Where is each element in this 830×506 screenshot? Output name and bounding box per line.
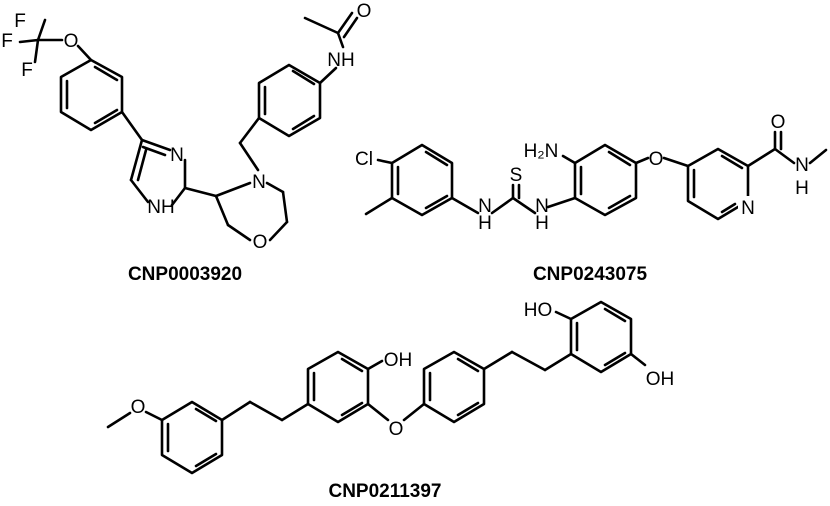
mol1-atoms: F F F O N NH N O NH O [1, 1, 371, 253]
atom-o: O [253, 232, 268, 253]
atom-ho: HO [524, 300, 553, 321]
atom-nh: NH [327, 50, 354, 71]
atom-f: F [1, 31, 13, 52]
compound-label: CNP0003920 [128, 264, 242, 285]
molecule-cnp0243075: Cl H N S H N H₂N O N O N H CNP0243075 [355, 112, 828, 285]
atom-o: O [357, 1, 372, 22]
mol3-atoms: O OH O HO OH [131, 300, 675, 440]
atom-s: S [510, 165, 523, 186]
mol2-atoms: Cl H N S H N H₂N O N O N H [355, 112, 809, 234]
atom-cl: Cl [355, 149, 373, 170]
atom-n: N [478, 196, 492, 217]
atom-n: N [535, 196, 549, 217]
atom-h: H [795, 178, 809, 199]
atom-f: F [14, 11, 26, 32]
atom-oh: OH [646, 369, 675, 390]
compound-label: CNP0243075 [533, 264, 648, 285]
mol1-bonds [18, 11, 359, 242]
atom-n: N [741, 198, 755, 219]
mol2-bonds [364, 130, 828, 221]
atom-h: H [478, 213, 492, 234]
atom-nh: NH [147, 197, 174, 218]
atom-o: O [771, 112, 786, 133]
mol3-bonds [106, 300, 647, 475]
atom-o: O [389, 419, 404, 440]
atom-f: F [21, 60, 33, 81]
atom-o: O [64, 31, 79, 52]
atom-oh: OH [384, 350, 413, 371]
atom-n: N [795, 155, 809, 176]
atom-h: H [535, 213, 549, 234]
atom-o: O [131, 397, 146, 418]
molecule-cnp0003920: F F F O N NH N O NH O CNP0003920 [1, 1, 371, 285]
atom-n: N [170, 145, 184, 166]
atom-n: N [252, 172, 266, 193]
compound-label: CNP0211397 [328, 481, 441, 502]
atom-o: O [649, 149, 664, 170]
atom-h2n: H₂N [524, 141, 559, 162]
molecule-cnp0211397: O OH O HO OH CNP0211397 [106, 300, 675, 502]
